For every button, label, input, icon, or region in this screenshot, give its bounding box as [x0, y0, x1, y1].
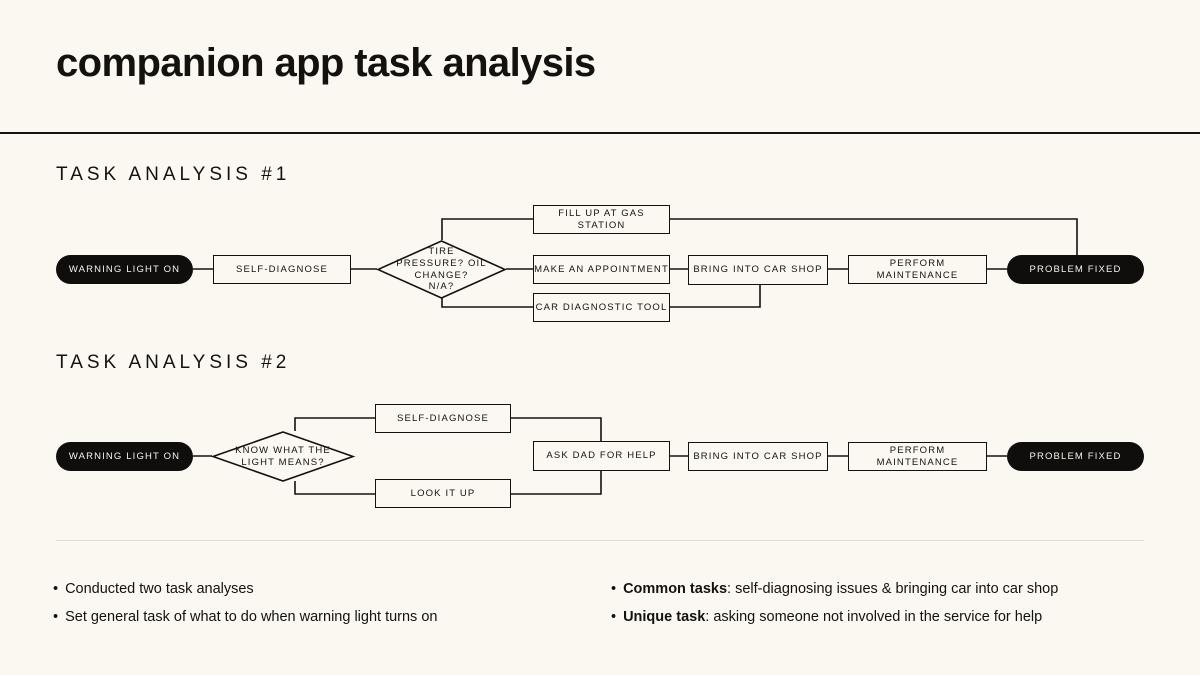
- node-perform-maintenance-2[interactable]: PERFORM MAINTENANCE: [848, 442, 987, 471]
- bullet-label: Common tasks: [623, 581, 728, 597]
- bullet-dot-icon: •: [611, 581, 617, 597]
- flowchart-task-analysis-2: WARNING LIGHT ON KNOW WHAT THE LIGHT MEA…: [0, 388, 1200, 513]
- node-decision-diamond-1[interactable]: [376, 240, 507, 299]
- bullet-text: : self-diagnosing issues & bringing car …: [727, 581, 1059, 597]
- list-item: • Unique task: asking someone not involve…: [611, 603, 1171, 631]
- title-divider: [0, 132, 1200, 134]
- node-car-diagnostic-tool[interactable]: CAR DIAGNOSTIC TOOL: [533, 293, 670, 322]
- list-item: • Set general task of what to do when war…: [53, 603, 593, 631]
- flowchart-2-connectors: [193, 417, 1007, 495]
- list-item: • Conducted two task analyses: [53, 575, 593, 603]
- node-ask-dad-for-help[interactable]: ASK DAD FOR HELP: [533, 441, 670, 471]
- node-warning-light-on-2[interactable]: WARNING LIGHT ON: [56, 442, 193, 471]
- bullet-dot-icon: •: [53, 581, 59, 597]
- page-title: companion app task analysis: [56, 41, 596, 85]
- node-problem-fixed-2[interactable]: PROBLEM FIXED: [1007, 442, 1144, 471]
- node-make-an-appointment[interactable]: MAKE AN APPOINTMENT: [533, 255, 670, 284]
- bullet-text: : asking someone not involved in the ser…: [705, 609, 1043, 625]
- summary-divider: [56, 540, 1144, 541]
- node-perform-maintenance-1[interactable]: PERFORM MAINTENANCE: [848, 255, 987, 284]
- summary-bullets-right: • Common tasks: self-diagnosing issues & …: [611, 575, 1171, 631]
- node-fill-up-at-gas-station[interactable]: FILL UP AT GAS STATION: [533, 205, 670, 234]
- flowchart-task-analysis-1: WARNING LIGHT ON SELF-DIAGNOSE TIRE PRES…: [0, 200, 1200, 335]
- node-decision-diamond-2[interactable]: [210, 431, 356, 482]
- node-bring-into-car-shop-2[interactable]: BRING INTO CAR SHOP: [688, 442, 828, 471]
- node-self-diagnose-1[interactable]: SELF-DIAGNOSE: [213, 255, 351, 284]
- summary-bullets-left: • Conducted two task analyses • Set genera…: [53, 575, 593, 631]
- bullet-dot-icon: •: [611, 609, 617, 625]
- section-heading-task-analysis-2: TASK ANALYSIS #2: [56, 352, 291, 373]
- node-warning-light-on-1[interactable]: WARNING LIGHT ON: [56, 255, 193, 284]
- flowchart-1-connectors: [193, 218, 1078, 308]
- bullet-text: Conducted two task analyses: [65, 581, 254, 597]
- section-heading-task-analysis-1: TASK ANALYSIS #1: [56, 164, 291, 185]
- node-bring-into-car-shop-1[interactable]: BRING INTO CAR SHOP: [688, 255, 828, 285]
- list-item: • Common tasks: self-diagnosing issues & …: [611, 575, 1171, 603]
- node-problem-fixed-1[interactable]: PROBLEM FIXED: [1007, 255, 1144, 284]
- bullet-text: Set general task of what to do when warn…: [65, 609, 438, 625]
- bullet-label: Unique task: [623, 609, 706, 625]
- node-self-diagnose-2[interactable]: SELF-DIAGNOSE: [375, 404, 511, 433]
- bullet-dot-icon: •: [53, 609, 59, 625]
- node-look-it-up[interactable]: LOOK IT UP: [375, 479, 511, 508]
